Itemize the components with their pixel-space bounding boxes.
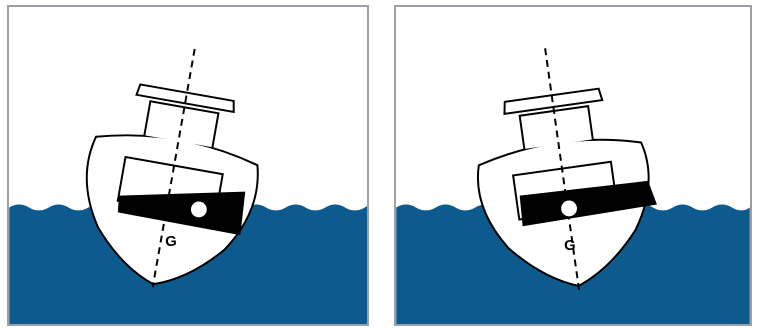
load-hole: [190, 201, 207, 218]
shifted-load: [519, 180, 657, 227]
boat-heeling-icon: G: [396, 48, 750, 324]
boat-heeling-icon: G: [9, 48, 367, 324]
right-panel: G: [394, 5, 752, 326]
shifted-load: [117, 191, 246, 236]
centerline: [544, 48, 581, 293]
load-hole: [561, 200, 577, 217]
center-of-gravity-label: G: [564, 238, 576, 254]
center-of-gravity-label: G: [165, 234, 177, 250]
left-panel: G: [7, 5, 369, 326]
centerline: [151, 48, 196, 288]
